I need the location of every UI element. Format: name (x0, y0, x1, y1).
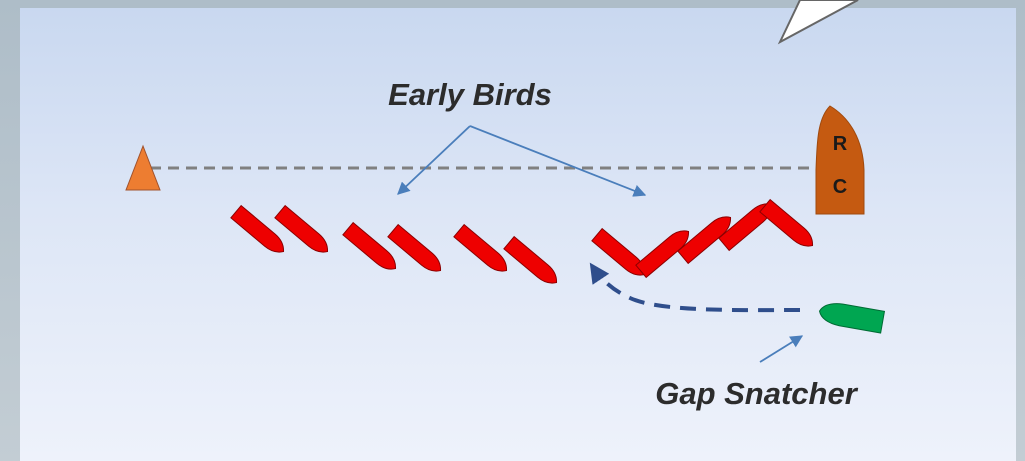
fleet-boat (453, 223, 508, 272)
gap-snatcher-path (589, 262, 801, 313)
gap-snatcher-arrow (759, 335, 804, 363)
fleet-boat (759, 198, 814, 247)
fleet-boat (387, 223, 442, 272)
gap-snatcher-boat (818, 303, 886, 334)
fleet-boat (591, 227, 646, 276)
fleet-boat (230, 204, 285, 253)
fleet-boat (503, 235, 558, 284)
gap-snatcher-label: Gap Snatcher (655, 376, 858, 411)
committee-boat-letter-r: R (833, 133, 848, 155)
fleet-boat (274, 204, 329, 253)
committee-boat (815, 105, 865, 215)
fleet (230, 198, 814, 284)
early-birds-arrow-left (397, 125, 471, 195)
early-birds-arrow-right (469, 125, 647, 197)
callout-tail (777, 0, 859, 45)
pin-mark (125, 144, 161, 191)
committee-boat-letter-c: C (833, 176, 847, 198)
diagram-canvas (20, 8, 1016, 461)
early-birds-label: Early Birds (388, 77, 552, 112)
fleet-boat (342, 221, 397, 270)
